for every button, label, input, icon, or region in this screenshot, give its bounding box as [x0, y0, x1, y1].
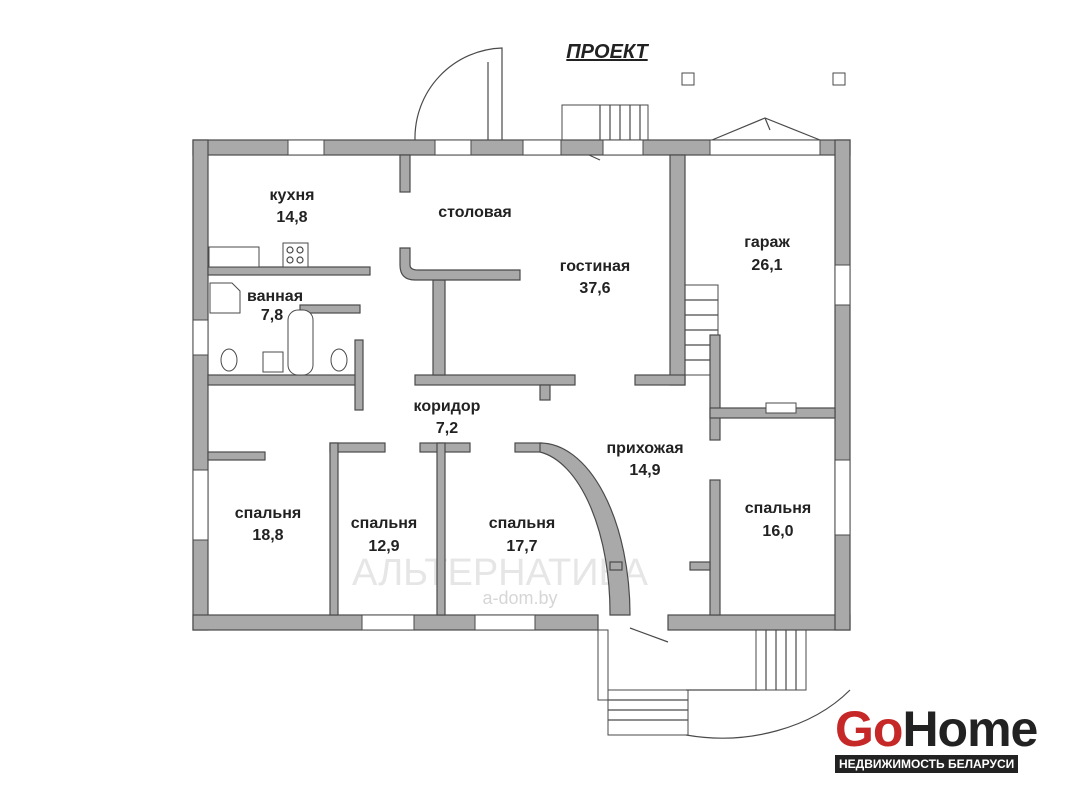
- room-area: 14,8: [276, 209, 307, 226]
- gohome-logo: GoHome НЕДВИЖИМОСТЬ БЕЛАРУСИ: [835, 704, 1038, 773]
- watermark: АЛЬТЕРНАТИВА: [352, 552, 649, 594]
- watermark-text: АЛЬТЕРНАТИВА: [352, 552, 649, 594]
- room-name: коридор: [414, 398, 481, 415]
- bathtub-icon: [287, 309, 314, 376]
- toilet-icon: [220, 348, 238, 372]
- room-name: столовая: [438, 204, 511, 221]
- plan-title: ПРОЕКТ: [566, 41, 649, 63]
- room-name: прихожая: [606, 440, 683, 457]
- logo-go: Go: [835, 701, 903, 757]
- stove-icon: [282, 242, 309, 268]
- room-area: 14,9: [629, 462, 660, 479]
- room-area: 26,1: [751, 257, 782, 274]
- kitchen-sink-icon: [208, 246, 260, 268]
- room-name: гостиная: [560, 258, 630, 275]
- room-area: 12,9: [368, 538, 399, 555]
- room-name: спальня: [351, 515, 417, 532]
- logo-home: Home: [902, 701, 1038, 757]
- walls: [192, 139, 851, 631]
- room-area: 7,8: [261, 307, 283, 324]
- room-labels: кухня 14,8 столовая гостиная 37,6 гараж …: [235, 187, 811, 555]
- logo-tagline: НЕДВИЖИМОСТЬ БЕЛАРУСИ: [835, 755, 1019, 773]
- room-area: 16,0: [762, 523, 793, 540]
- room-name: гараж: [744, 234, 790, 251]
- boiler-icon: [765, 402, 797, 414]
- watermark-sub-text: a-dom.by: [482, 588, 557, 608]
- room-name: спальня: [745, 500, 811, 517]
- room-area: 17,7: [506, 538, 537, 555]
- room-name: ванная: [247, 288, 303, 305]
- toilet-icon: [330, 348, 348, 372]
- room-area: 7,2: [436, 420, 458, 437]
- column-marker: [832, 72, 846, 86]
- room-area: 18,8: [252, 527, 283, 544]
- room-area: 37,6: [579, 280, 610, 297]
- washbasin-icon: [262, 351, 284, 373]
- room-name: спальня: [489, 515, 555, 532]
- room-name: кухня: [270, 187, 315, 204]
- shower-icon: [209, 282, 241, 314]
- fixtures: [208, 242, 797, 414]
- exterior-elements: [414, 47, 851, 739]
- room-name: спальня: [235, 505, 301, 522]
- column-marker: [681, 72, 695, 86]
- logo-wordmark: GoHome: [835, 704, 1038, 754]
- windows: [192, 139, 851, 631]
